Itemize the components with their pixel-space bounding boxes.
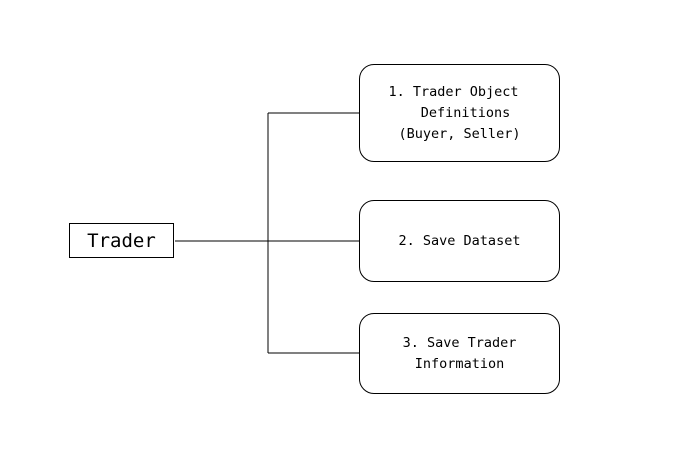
- child-node-3-line-2: Information: [414, 355, 505, 372]
- child-node-3-line-1: 3. Save Trader: [402, 334, 517, 351]
- child-node-1-line-3: (Buyer, Seller): [398, 125, 521, 142]
- root-node-label: Trader: [87, 229, 156, 252]
- child-node-trader-object-definitions: 1. Trader Object Definitions (Buyer, Sel…: [359, 64, 560, 162]
- child-node-1-line-2: Definitions: [420, 104, 511, 121]
- child-node-1-line-1: 1. Trader Object: [388, 83, 519, 100]
- child-node-save-dataset: 2. Save Dataset: [359, 200, 560, 282]
- child-node-save-trader-information: 3. Save Trader Information: [359, 313, 560, 394]
- root-node-trader: Trader: [69, 223, 174, 258]
- child-node-2-line-1: 2. Save Dataset: [398, 232, 521, 249]
